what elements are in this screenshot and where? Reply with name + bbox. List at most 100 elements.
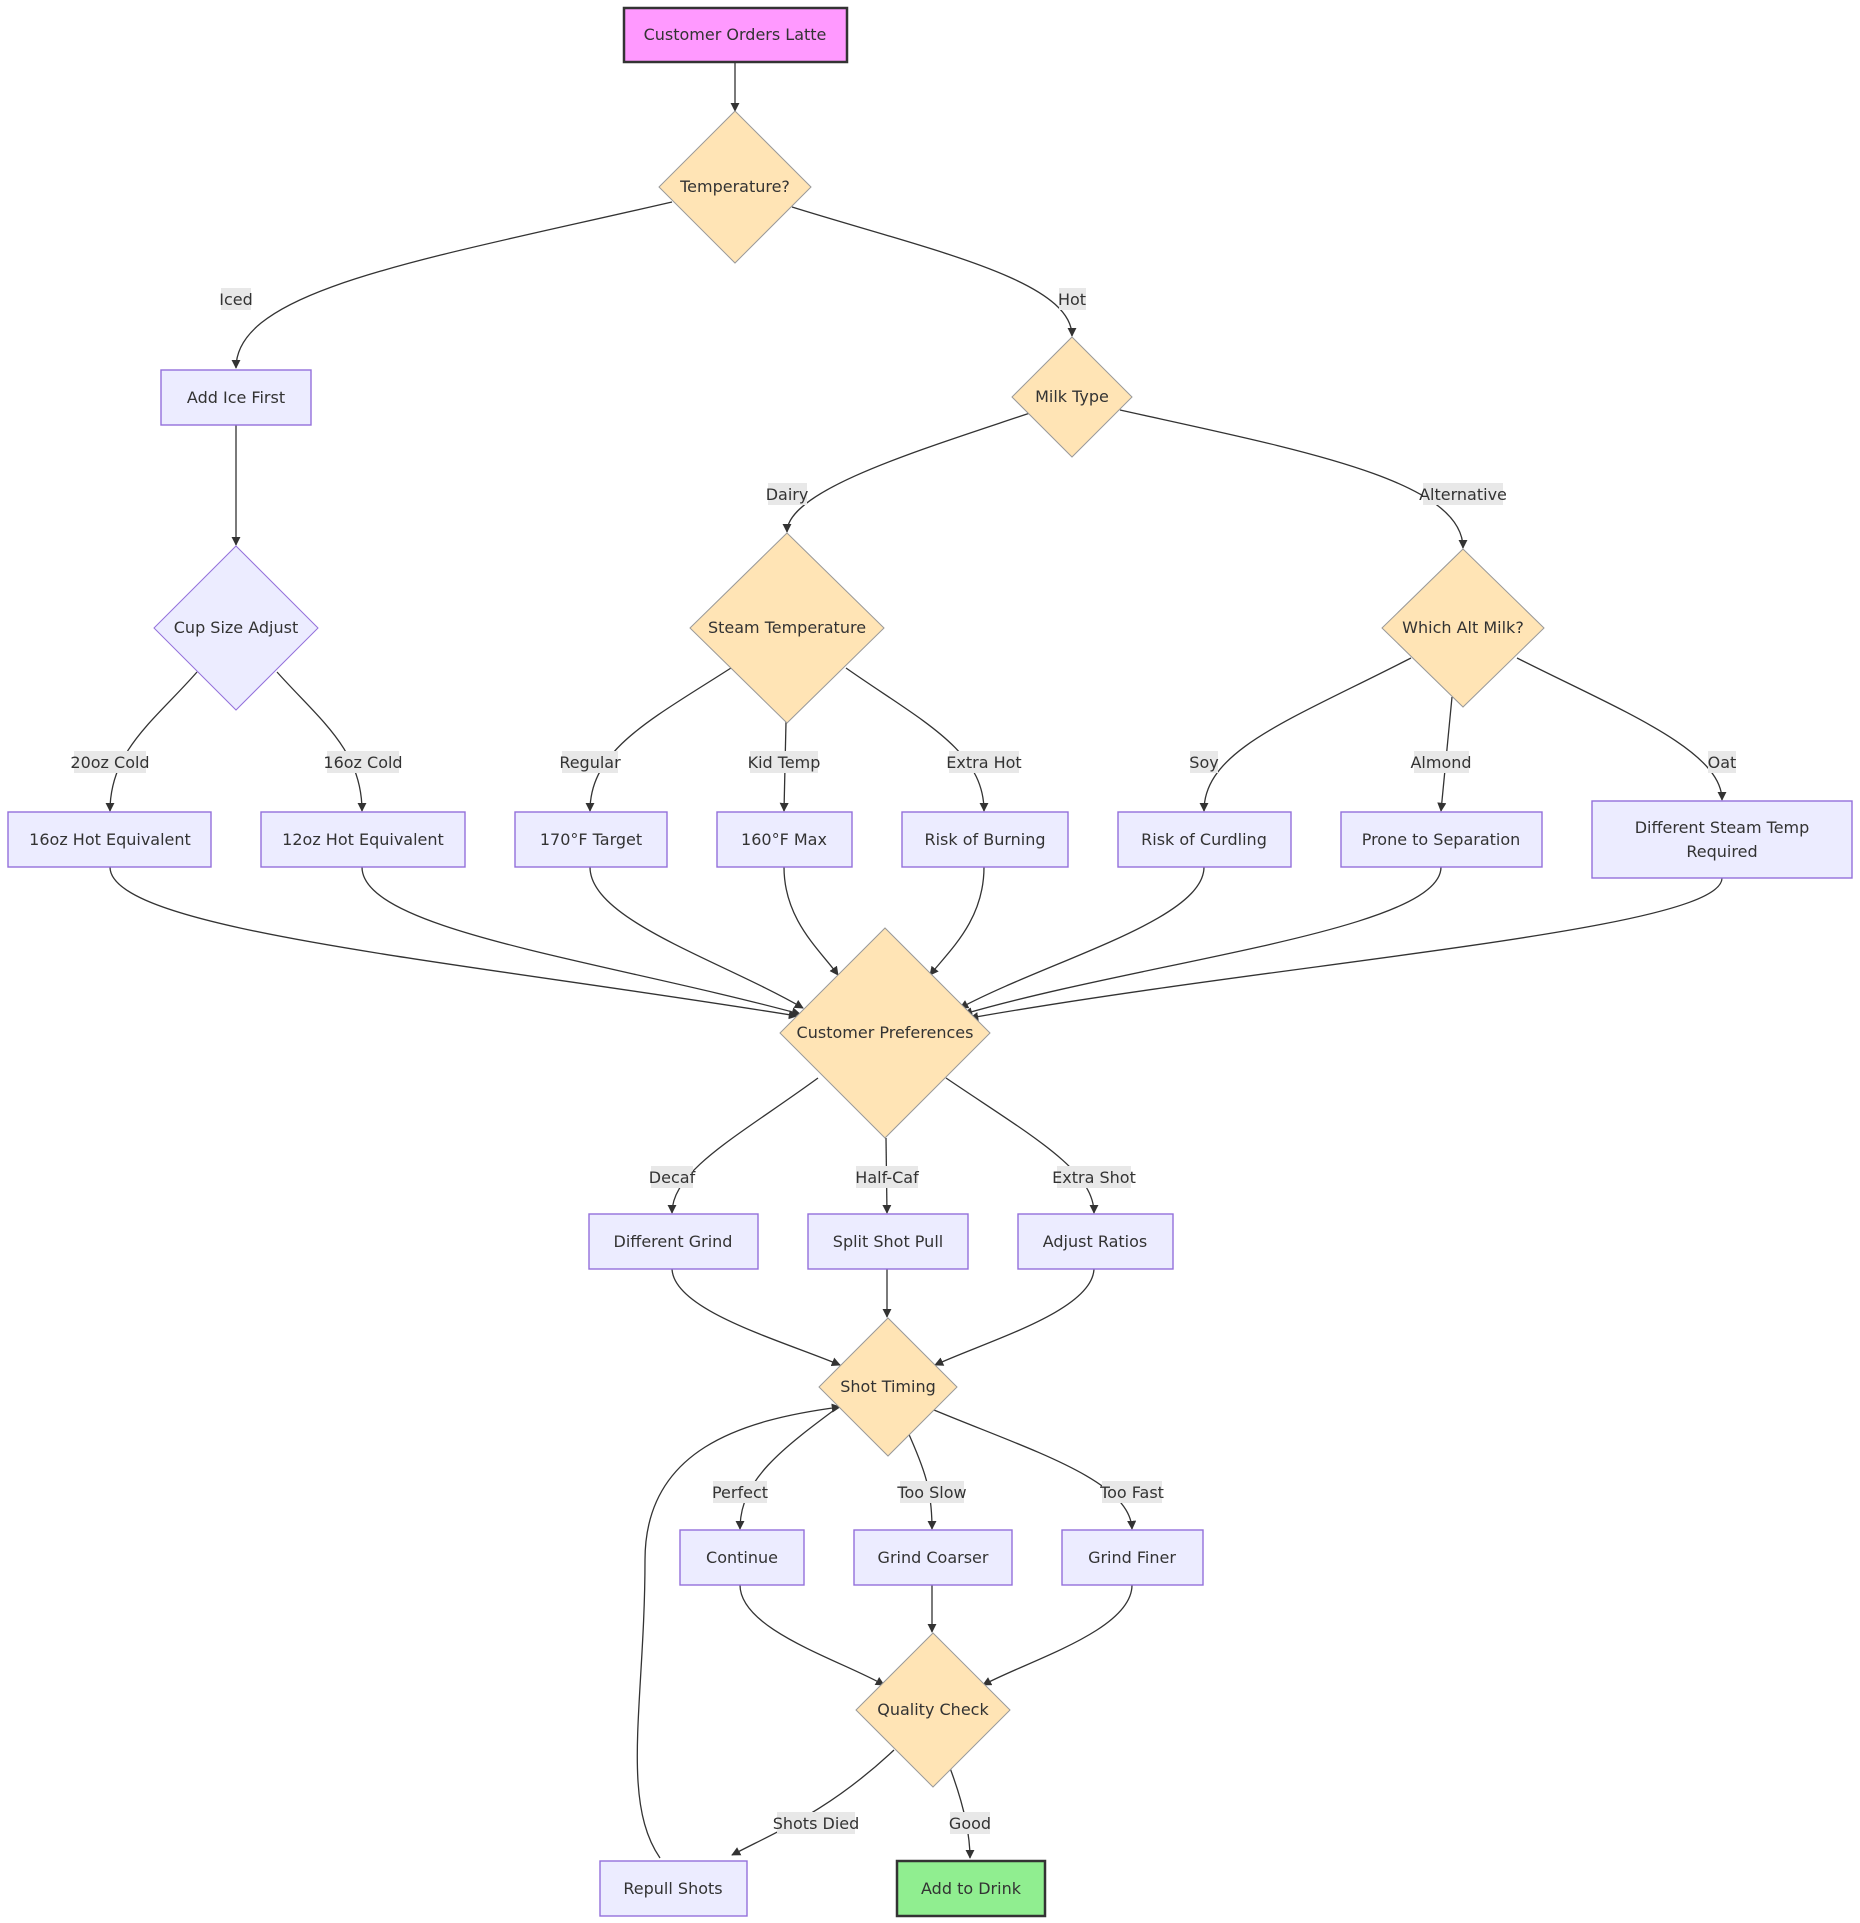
svg-text:Half-Caf: Half-Caf bbox=[855, 1168, 919, 1187]
edge-prefs-to-decaf bbox=[667, 1077, 819, 1214]
svg-text:Different Grind: Different Grind bbox=[614, 1232, 733, 1251]
edge-alt-to-curdling bbox=[1199, 657, 1412, 812]
node-170f-target: 170°F Target bbox=[514, 811, 668, 868]
svg-text:Milk Type: Milk Type bbox=[1035, 387, 1109, 406]
svg-text:Add to Drink: Add to Drink bbox=[921, 1879, 1022, 1898]
edge-quality-to-repull bbox=[731, 1749, 895, 1856]
node-prone-to-separation: Prone to Separation bbox=[1340, 811, 1543, 868]
svg-text:20oz Cold: 20oz Cold bbox=[70, 753, 149, 772]
edge-label-shots-died: Shots Died bbox=[773, 1812, 860, 1834]
svg-text:Add Ice First: Add Ice First bbox=[187, 388, 285, 407]
edge-label-good: Good bbox=[949, 1812, 991, 1834]
edge-label-hot: Hot bbox=[1058, 288, 1086, 310]
edge-label-soy: Soy bbox=[1189, 751, 1219, 773]
svg-text:Customer Orders Latte: Customer Orders Latte bbox=[644, 25, 827, 44]
edge-label-alternative: Alternative bbox=[1419, 483, 1507, 505]
svg-text:Alternative: Alternative bbox=[1419, 485, 1507, 504]
svg-text:Risk of Burning: Risk of Burning bbox=[924, 830, 1045, 849]
edge-repull-to-shot-timing bbox=[636, 1403, 841, 1859]
svg-text:Extra Hot: Extra Hot bbox=[946, 753, 1021, 772]
svg-text:Kid Temp: Kid Temp bbox=[748, 753, 821, 772]
svg-text:Customer Preferences: Customer Preferences bbox=[797, 1023, 974, 1042]
node-add-to-drink: Add to Drink bbox=[895, 1859, 1047, 1918]
svg-text:Prone to Separation: Prone to Separation bbox=[1362, 830, 1521, 849]
node-adjust-ratios: Adjust Ratios bbox=[1017, 1213, 1174, 1270]
svg-text:Which Alt Milk?: Which Alt Milk? bbox=[1402, 618, 1524, 637]
svg-text:Quality Check: Quality Check bbox=[877, 1700, 989, 1719]
svg-text:Split Shot Pull: Split Shot Pull bbox=[833, 1232, 943, 1251]
nodes: Customer Orders Latte Temperature? Add I… bbox=[7, 6, 1853, 1918]
edge-burning-to-prefs bbox=[929, 866, 985, 976]
node-risk-of-burning: Risk of Burning bbox=[901, 811, 1069, 868]
svg-text:Adjust Ratios: Adjust Ratios bbox=[1043, 1232, 1148, 1251]
edge-steam-to-170 bbox=[585, 667, 732, 812]
svg-text:Required: Required bbox=[1686, 842, 1757, 861]
svg-text:Continue: Continue bbox=[706, 1548, 778, 1567]
edge-label-too-fast: Too Fast bbox=[1099, 1481, 1164, 1503]
svg-text:Good: Good bbox=[949, 1814, 991, 1833]
svg-text:Iced: Iced bbox=[219, 290, 253, 309]
svg-text:Perfect: Perfect bbox=[712, 1483, 768, 1502]
edge-label-extra-shot: Extra Shot bbox=[1052, 1166, 1136, 1188]
edge-continue-to-quality bbox=[739, 1584, 885, 1686]
edge-timing-to-continue bbox=[735, 1401, 846, 1530]
edge-label-decaf: Decaf bbox=[649, 1166, 696, 1188]
svg-text:Grind Coarser: Grind Coarser bbox=[878, 1548, 989, 1567]
svg-text:Temperature?: Temperature? bbox=[679, 177, 790, 196]
edge-label-regular: Regular bbox=[559, 751, 621, 773]
node-12oz-hot-equivalent: 12oz Hot Equivalent bbox=[260, 811, 466, 868]
node-quality-check-decision: Quality Check bbox=[855, 1632, 1011, 1788]
svg-text:Dairy: Dairy bbox=[766, 485, 809, 504]
edge-timing-to-finer bbox=[933, 1409, 1137, 1530]
svg-text:Decaf: Decaf bbox=[649, 1168, 696, 1187]
edge-alt-to-diff-steam bbox=[1516, 657, 1727, 801]
edge-grind-to-shot-timing bbox=[671, 1267, 841, 1367]
node-split-shot-pull: Split Shot Pull bbox=[807, 1213, 969, 1270]
node-which-alt-milk-decision: Which Alt Milk? bbox=[1381, 548, 1545, 708]
svg-text:Almond: Almond bbox=[1410, 753, 1471, 772]
svg-text:Too Fast: Too Fast bbox=[1099, 1483, 1164, 1502]
node-grind-coarser: Grind Coarser bbox=[853, 1529, 1013, 1586]
svg-text:Shots Died: Shots Died bbox=[773, 1814, 860, 1833]
node-grind-finer: Grind Finer bbox=[1061, 1529, 1204, 1586]
svg-text:Risk of Curdling: Risk of Curdling bbox=[1141, 830, 1267, 849]
edge-temperature-to-milk-type bbox=[791, 206, 1077, 337]
edge-12oz-to-prefs bbox=[361, 866, 801, 1017]
edge-separation-to-prefs bbox=[963, 866, 1442, 1017]
edge-cup-to-16oz-hot bbox=[105, 671, 198, 812]
svg-text:Shot Timing: Shot Timing bbox=[840, 1377, 936, 1396]
edge-finer-to-quality bbox=[982, 1584, 1133, 1686]
edge-timing-to-coarser bbox=[906, 1429, 937, 1530]
svg-text:Grind Finer: Grind Finer bbox=[1088, 1548, 1176, 1567]
svg-text:Extra Shot: Extra Shot bbox=[1052, 1168, 1136, 1187]
edge-temperature-to-add-ice bbox=[231, 201, 673, 369]
node-different-steam-temp-required: Different Steam Temp Required bbox=[1591, 800, 1853, 879]
edge-160-to-prefs bbox=[783, 866, 839, 976]
edge-170-to-prefs bbox=[589, 866, 804, 1009]
svg-text:Different Steam Temp: Different Steam Temp bbox=[1635, 818, 1810, 837]
node-customer-preferences-decision: Customer Preferences bbox=[779, 927, 991, 1139]
edge-label-dairy: Dairy bbox=[766, 483, 809, 505]
node-steam-temperature-decision: Steam Temperature bbox=[689, 532, 885, 724]
edge-label-too-slow: Too Slow bbox=[896, 1481, 967, 1503]
node-add-ice-first: Add Ice First bbox=[160, 369, 312, 426]
node-temperature-decision: Temperature? bbox=[658, 110, 812, 264]
edge-prefs-to-extra-shot bbox=[945, 1077, 1099, 1214]
edge-label-perfect: Perfect bbox=[712, 1481, 768, 1503]
edge-label-16oz-cold: 16oz Cold bbox=[323, 751, 403, 773]
node-risk-of-curdling: Risk of Curdling bbox=[1117, 811, 1292, 868]
edge-ratios-to-shot-timing bbox=[934, 1267, 1095, 1366]
svg-text:Soy: Soy bbox=[1189, 753, 1218, 772]
svg-text:12oz Hot Equivalent: 12oz Hot Equivalent bbox=[282, 830, 444, 849]
svg-text:Too Slow: Too Slow bbox=[896, 1483, 966, 1502]
svg-text:Cup Size Adjust: Cup Size Adjust bbox=[174, 618, 299, 637]
edge-label-20oz-cold: 20oz Cold bbox=[70, 751, 150, 773]
svg-text:170°F Target: 170°F Target bbox=[540, 830, 642, 849]
node-different-grind: Different Grind bbox=[588, 1213, 759, 1270]
node-milk-type-decision: Milk Type bbox=[1011, 336, 1133, 458]
svg-text:Steam Temperature: Steam Temperature bbox=[708, 618, 866, 637]
node-cup-size-adjust-decision: Cup Size Adjust bbox=[153, 545, 319, 711]
edge-diff-steam-to-prefs bbox=[969, 877, 1723, 1022]
svg-text:16oz Cold: 16oz Cold bbox=[323, 753, 402, 772]
